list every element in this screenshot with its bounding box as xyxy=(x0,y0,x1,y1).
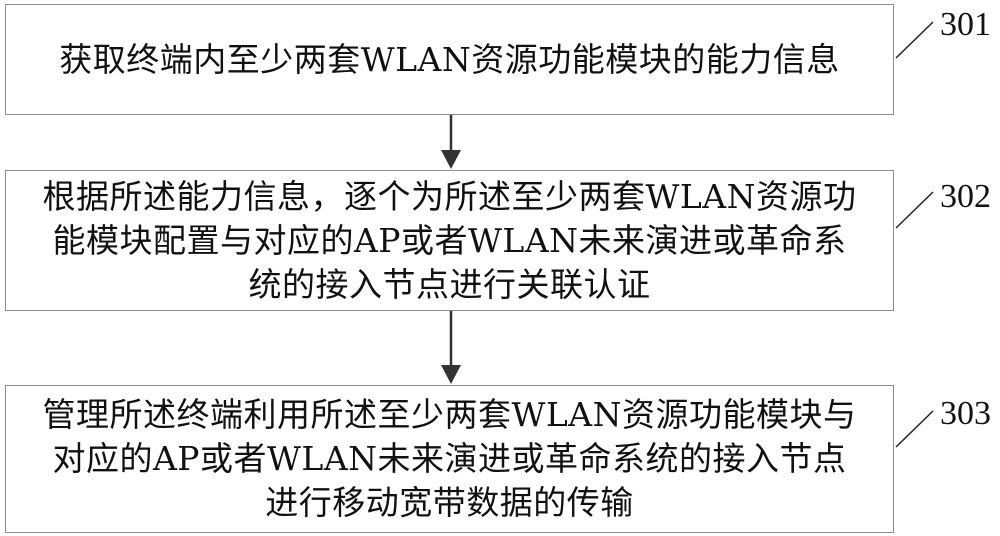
step-302-text-line-1: 根据所述能力信息，逐个为所述至少两套WLAN资源功 xyxy=(42,176,857,216)
step-302-label: 302 xyxy=(940,178,991,215)
step-303-text-line-2: 对应的AP或者WLAN未来演进或革命系统的接入节点 xyxy=(52,439,847,478)
step-302-text-line-2: 能模块配置与对应的AP或者WLAN未来演进或革命系 xyxy=(52,220,847,260)
callout-line-303 xyxy=(895,410,934,448)
arrow-301-to-302 xyxy=(441,115,461,169)
callout-line-302 xyxy=(895,191,934,229)
step-303-box: 管理所述终端利用所述至少两套WLAN资源功能模块与 对应的AP或者WLAN未来演… xyxy=(5,385,894,533)
step-303-text-line-3: 进行移动宽带数据的传输 xyxy=(265,483,634,522)
callout-line-301 xyxy=(895,21,934,59)
step-302-text-line-3: 统的接入节点进行关联认证 xyxy=(248,264,651,304)
step-301-box: 获取终端内至少两套WLAN资源功能模块的能力信息 xyxy=(5,4,894,115)
step-301-text-line-1: 获取终端内至少两套WLAN资源功能模块的能力信息 xyxy=(59,39,840,79)
step-303-text-line-1: 管理所述终端利用所述至少两套WLAN资源功能模块与 xyxy=(42,395,857,434)
arrow-302-to-303 xyxy=(441,311,461,384)
step-302-box: 根据所述能力信息，逐个为所述至少两套WLAN资源功 能模块配置与对应的AP或者W… xyxy=(5,170,894,311)
step-303-label: 303 xyxy=(940,395,991,432)
step-301-label: 301 xyxy=(940,6,991,43)
